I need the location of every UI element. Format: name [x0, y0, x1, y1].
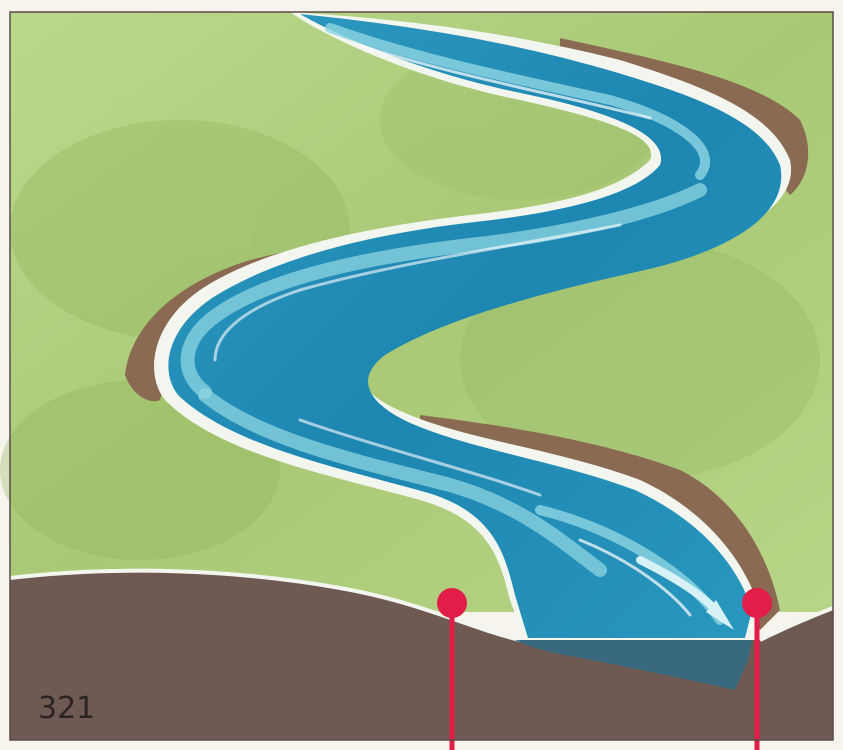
- page-number: 321: [38, 691, 95, 726]
